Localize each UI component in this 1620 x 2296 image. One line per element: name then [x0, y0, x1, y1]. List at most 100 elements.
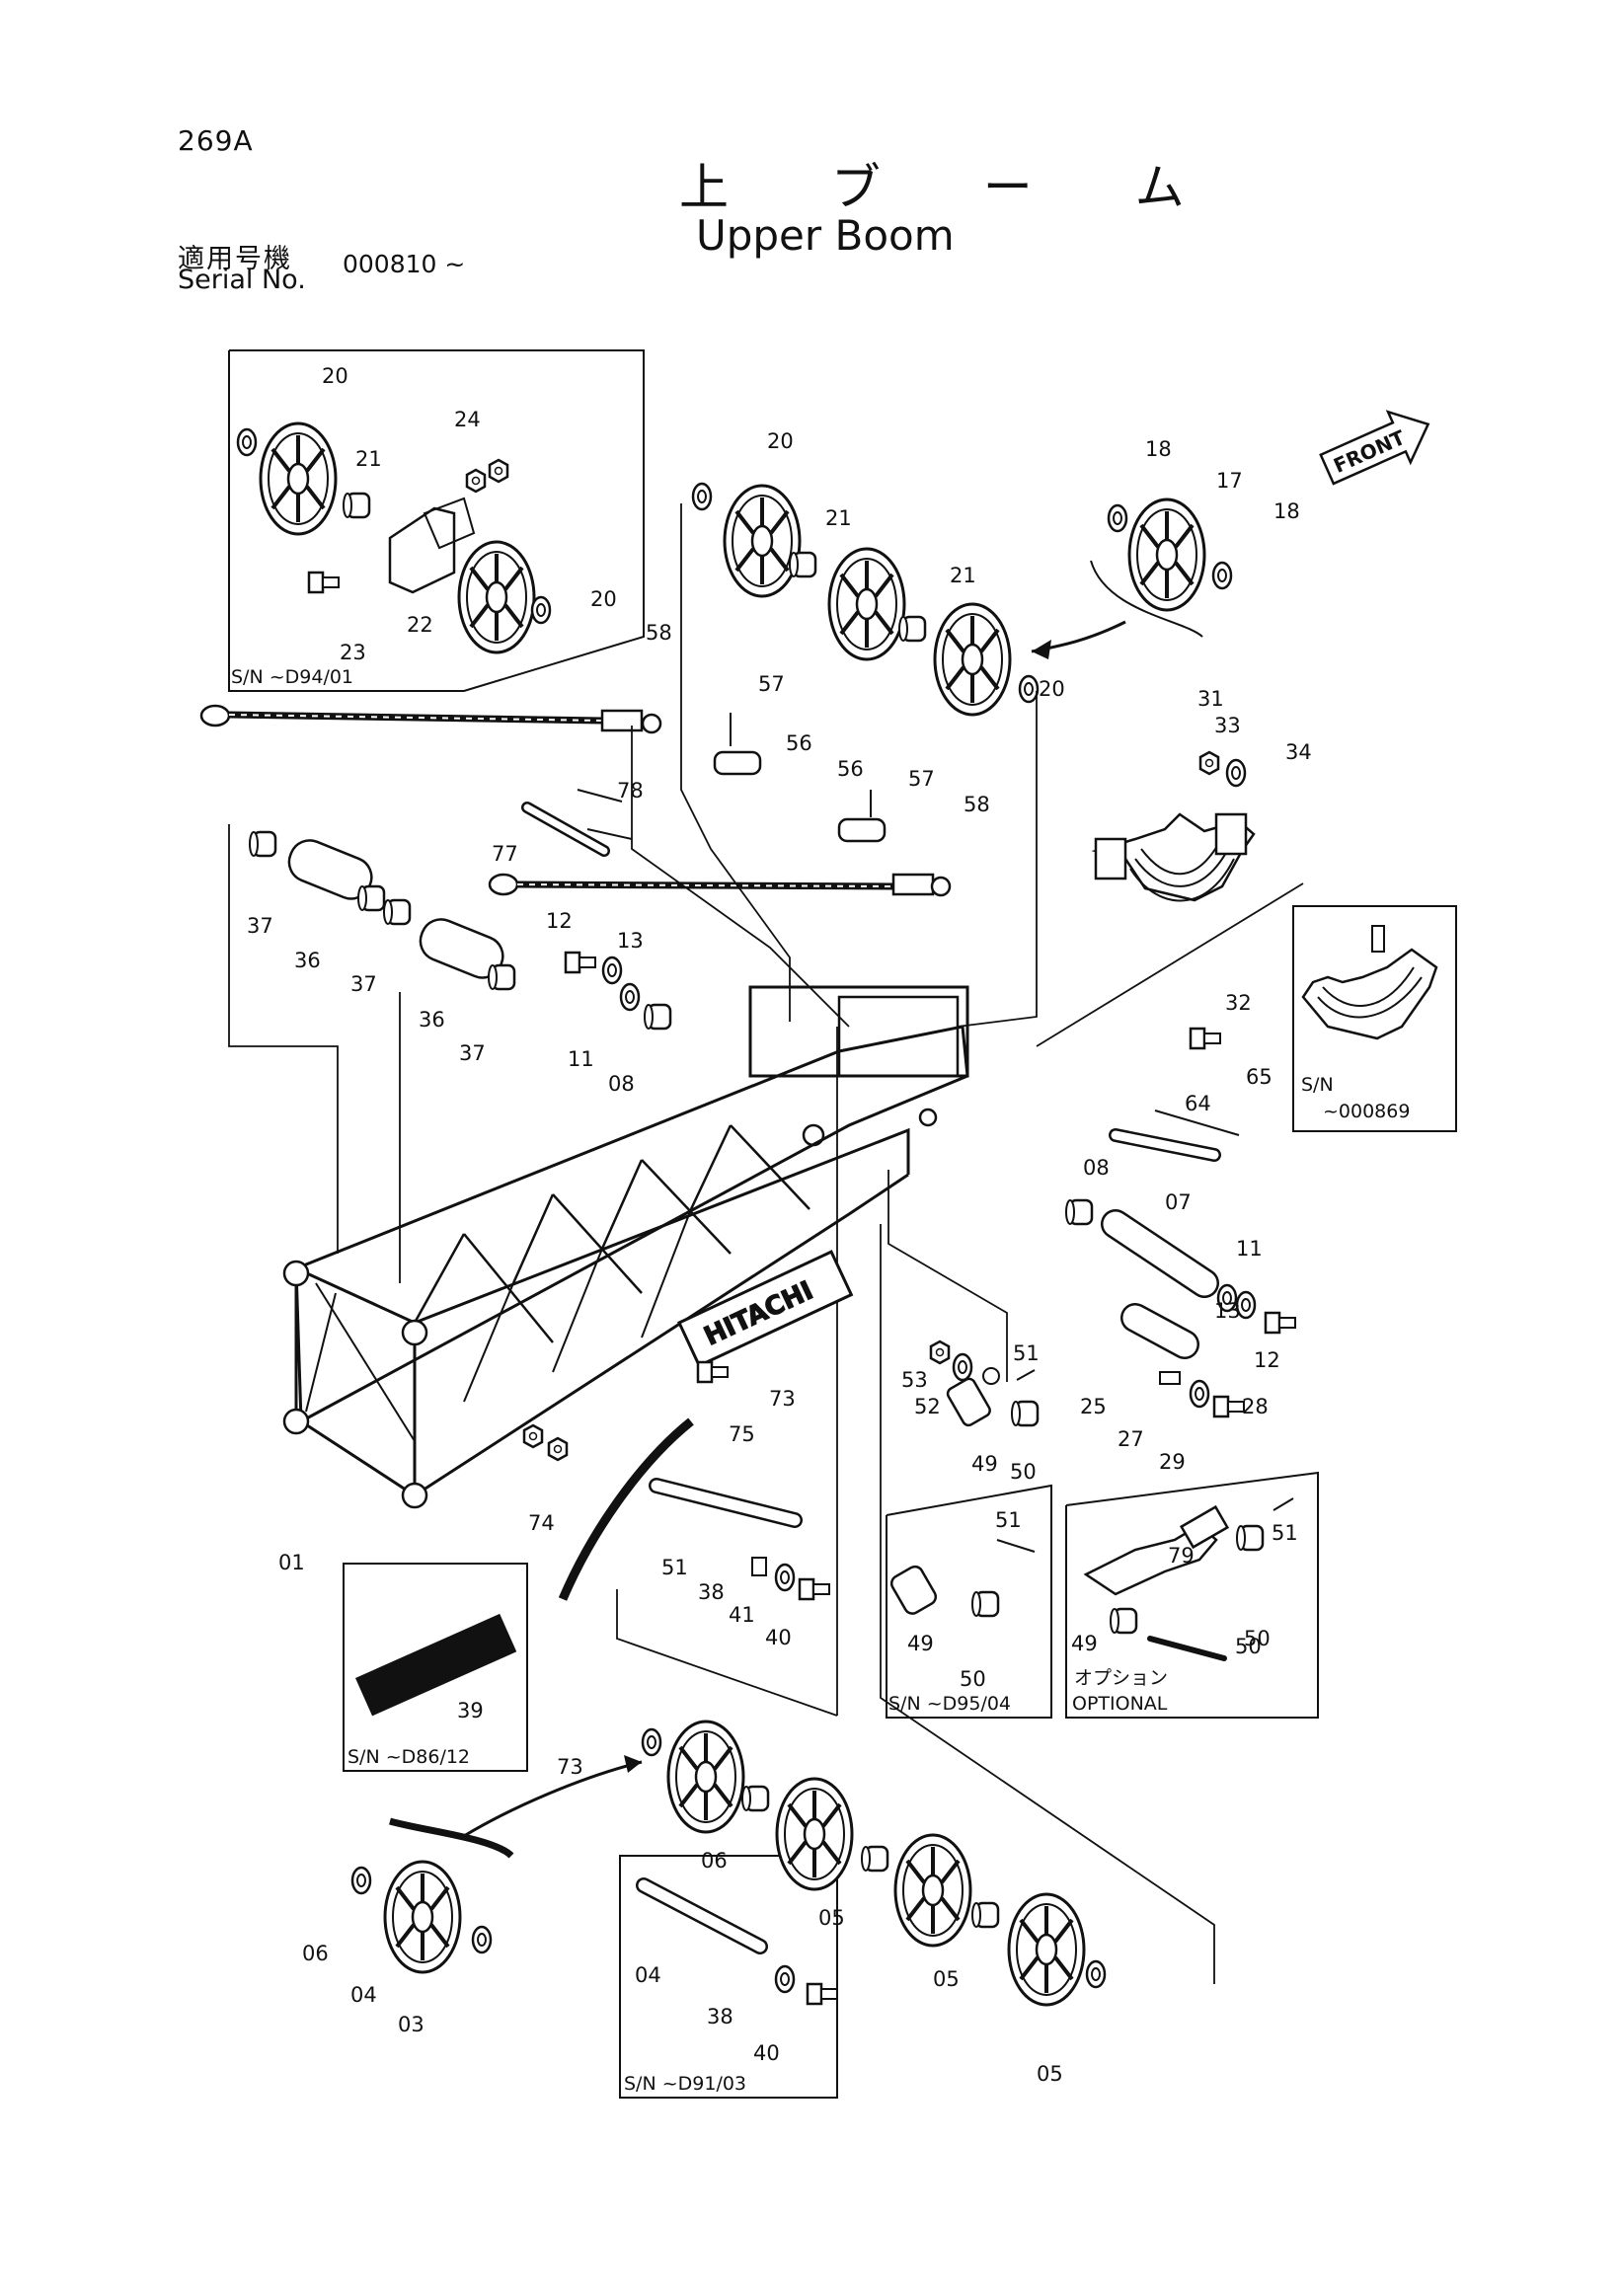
callout-label: 51: [661, 1556, 688, 1579]
serial-number-range: 000810 ~: [343, 250, 466, 278]
pin-38: [649, 1478, 803, 1528]
callout-label: 64: [1185, 1092, 1211, 1115]
callout-label: 56: [786, 731, 812, 755]
inset-label-sn: S/N: [1301, 1074, 1334, 1096]
inset-box-optional: オプション OPTIONAL: [1065, 1471, 1319, 1719]
bushing-21: [342, 492, 371, 519]
callout-label: 50: [1010, 1460, 1037, 1484]
title-english: Upper Boom: [696, 211, 955, 260]
callout-label: 13: [617, 929, 644, 953]
callout-label: 28: [1242, 1395, 1269, 1418]
callout-label: 73: [769, 1387, 796, 1411]
callout-label: 11: [568, 1047, 594, 1071]
callout-label: 13: [1214, 1299, 1241, 1323]
bolt-39: [798, 1577, 831, 1601]
page-number: 269A: [178, 124, 254, 157]
callout-label: 78: [617, 779, 644, 803]
callout-label: 36: [294, 949, 321, 972]
callout-label: 37: [247, 914, 273, 938]
callout-label: 25: [1080, 1395, 1107, 1418]
nut-53: [929, 1339, 951, 1365]
callout-label: 50: [1235, 1635, 1262, 1658]
pin-56b: [837, 790, 887, 843]
inset-label-d86: S/N ~D86/12: [347, 1746, 470, 1768]
crossmember-alt: [1301, 925, 1438, 1040]
wire-rope-58b: [488, 873, 952, 897]
bolt-75: [696, 1360, 730, 1384]
washer-20: [691, 482, 713, 511]
pulley: [457, 540, 536, 654]
callout-label: 08: [1083, 1156, 1110, 1180]
callout-label: 39: [457, 1699, 484, 1722]
callout-label: 73: [557, 1755, 583, 1779]
boom-lattice-01: [282, 985, 969, 1509]
washer-34: [1225, 758, 1247, 788]
optional-label-en: OPTIONAL: [1072, 1693, 1168, 1715]
bushing-21: [897, 615, 927, 643]
callout-label: 49: [971, 1452, 998, 1476]
pulley-17: [1127, 497, 1206, 612]
washer-04: [350, 1866, 372, 1895]
pin-38-d91: [636, 1877, 768, 1954]
pin-56: [713, 713, 762, 776]
inset-label-d94: S/N ~D94/01: [231, 666, 353, 688]
callout-label: 17: [1216, 469, 1243, 493]
callout-label: 03: [398, 2013, 424, 2036]
callout-label: 51: [1272, 1521, 1298, 1545]
pulley: [893, 1833, 972, 1948]
lock-plate-41: [751, 1557, 767, 1576]
callout-label: 27: [1118, 1427, 1144, 1451]
callout-label: 41: [729, 1603, 755, 1627]
bushing-37: [248, 830, 277, 858]
callout-label: 37: [350, 972, 377, 996]
inset-box-d91: S/N ~D91/03: [619, 1855, 838, 2099]
pulley: [933, 602, 1012, 717]
callout-label: 49: [1071, 1632, 1098, 1655]
callout-label: 49: [907, 1632, 934, 1655]
bushing-05: [740, 1785, 770, 1812]
callout-label: 58: [646, 621, 672, 645]
washer-52: [952, 1352, 973, 1382]
washer-29: [1189, 1379, 1210, 1409]
pin-50-opt2: [1109, 1607, 1138, 1635]
callout-label: 07: [1165, 1190, 1192, 1214]
callout-label: 18: [1145, 437, 1172, 461]
callout-label: 40: [753, 2041, 780, 2065]
callout-label: 04: [350, 1983, 377, 2007]
washer-06: [1085, 1959, 1107, 1989]
callout-label: 06: [302, 1942, 329, 1965]
nut-74: [547, 1436, 569, 1462]
callout-label: 38: [707, 2005, 733, 2028]
callout-label: 05: [818, 1906, 845, 1930]
callout-label: 33: [1214, 714, 1241, 737]
pulley: [259, 421, 338, 536]
callout-label: 34: [1285, 740, 1312, 764]
callout-label: 77: [492, 842, 518, 866]
clevis-optional: [1083, 1504, 1230, 1596]
inset-box-crossmember: S/N ~000869: [1292, 905, 1457, 1132]
callout-label: 05: [1037, 2062, 1063, 2086]
callout-label: 08: [608, 1072, 635, 1096]
pulley: [827, 547, 906, 661]
callout-label: 23: [340, 641, 366, 664]
pin-64: [1109, 1110, 1240, 1162]
bushing-05: [970, 1901, 1000, 1929]
callout-label: 38: [698, 1580, 725, 1604]
bushing-37: [382, 898, 412, 926]
bushing-05: [860, 1845, 889, 1873]
washer-11: [619, 982, 641, 1012]
inset-box-hitachi-decal: S/N ~D86/12: [343, 1563, 528, 1772]
callout-label: 24: [454, 408, 481, 431]
optional-label-jp: オプション: [1074, 1667, 1168, 1689]
bushing-08: [1064, 1198, 1094, 1226]
lock-plate-27: [1159, 1371, 1181, 1385]
inset-label-000869: ~000869: [1323, 1101, 1410, 1122]
callout-label: 52: [914, 1395, 941, 1418]
callout-label: 31: [1197, 687, 1224, 711]
washer-06: [641, 1727, 662, 1757]
clevis-49-d95: [889, 1565, 938, 1615]
bolt-28: [1212, 1395, 1246, 1418]
nut-24: [465, 468, 487, 494]
